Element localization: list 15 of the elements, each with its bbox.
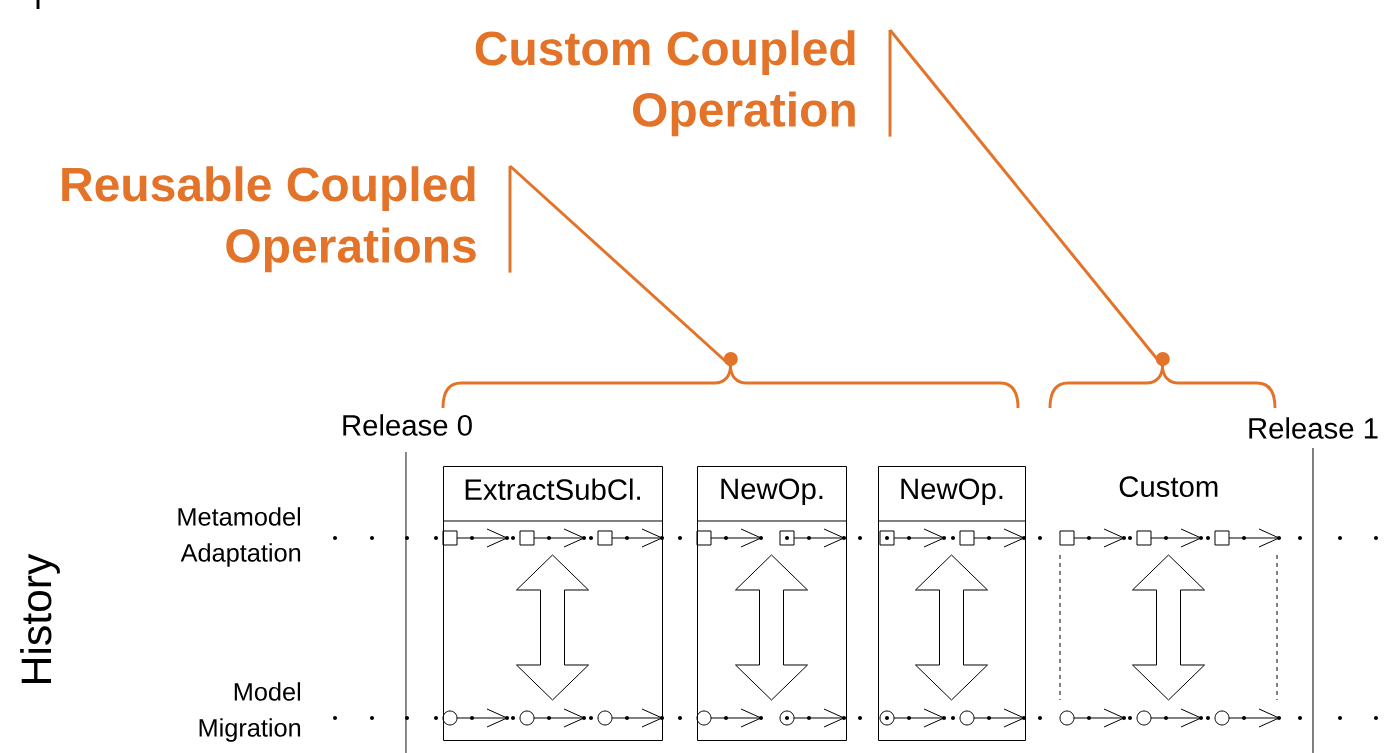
release-label: Release 1 — [1249, 417, 1378, 439]
operation-box: NewOp. — [877, 466, 1026, 741]
release-label: Release 0 — [343, 414, 472, 436]
operation-box: Custom — [1059, 476, 1278, 701]
callout-text: Reusable Coupled Operations — [62, 166, 512, 273]
leader-line — [509, 164, 738, 368]
curly-brace — [1048, 364, 1277, 409]
operation-box: NewOp. — [696, 466, 847, 741]
axis-label: History — [20, 553, 60, 683]
callout-text: Custom Coupled Operation — [475, 30, 892, 137]
curly-brace — [441, 364, 1020, 409]
row-label: Model Migration — [199, 682, 301, 742]
row-label: Metamodel Adaptation — [178, 507, 301, 567]
leader-line — [888, 29, 1170, 367]
operation-box: ExtractSubCl. — [442, 466, 663, 741]
